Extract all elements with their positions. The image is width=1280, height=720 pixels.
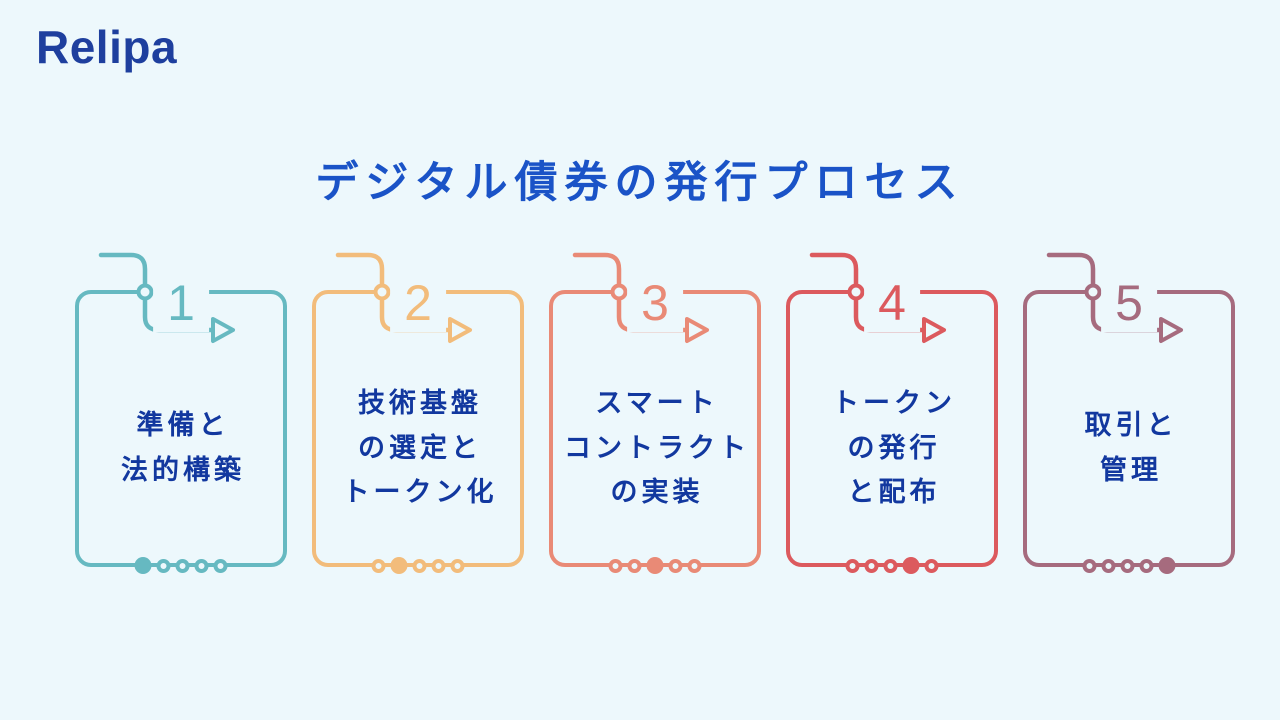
step-label: 準備と 法的構築	[79, 358, 283, 539]
progress-dot	[924, 558, 939, 573]
progress-dots	[845, 557, 939, 574]
progress-dot	[687, 558, 702, 573]
progress-dots	[608, 557, 702, 574]
step-label-line: の選定と	[358, 432, 482, 463]
step-label-line: の発行	[847, 432, 941, 463]
step-label-line: トークン	[832, 387, 956, 418]
step-label-line: トークン化	[342, 477, 498, 508]
step-label: 取引と 管理	[1027, 358, 1231, 539]
step-label-line: の実装	[610, 477, 704, 508]
step-label-line: 技術基盤	[358, 387, 482, 418]
progress-dots	[1082, 557, 1176, 574]
step-card-2: 2 技術基盤 の選定と トークン化	[312, 252, 524, 574]
progress-dot	[902, 557, 920, 574]
step-card-1: 1 準備と 法的構築	[75, 252, 287, 574]
step-label: 技術基盤 の選定と トークン化	[316, 358, 520, 539]
step-number: 5	[1101, 274, 1157, 332]
progress-dot	[450, 558, 465, 573]
progress-dot	[412, 558, 427, 573]
step-label-line: 法的構築	[121, 455, 245, 485]
process-steps: 1 準備と 法的構築 2 技術基盤 の選定と トークン化	[75, 252, 1235, 574]
step-card-5: 5 取引と 管理	[1023, 252, 1235, 574]
step-label-line: 管理	[1100, 455, 1162, 485]
progress-dot	[646, 557, 664, 574]
step-number: 4	[864, 274, 920, 332]
progress-dot	[864, 558, 879, 573]
step-label-line: と配布	[847, 477, 941, 508]
progress-dot	[608, 558, 623, 573]
step-label-line: 準備と	[136, 410, 230, 441]
progress-dot	[1101, 558, 1116, 573]
step-label-line: 取引と	[1084, 410, 1178, 441]
step-number: 1	[153, 274, 209, 332]
step-number: 2	[390, 274, 446, 332]
progress-dot	[371, 558, 386, 573]
progress-dots	[371, 557, 465, 574]
progress-dot	[1158, 557, 1176, 574]
progress-dot	[134, 557, 152, 574]
progress-dot	[1120, 558, 1135, 573]
progress-dot	[845, 558, 860, 573]
page-title: デジタル債券の発行プロセス	[315, 159, 965, 207]
progress-dot	[194, 558, 209, 573]
progress-dot	[1139, 558, 1154, 573]
progress-dot	[1082, 558, 1097, 573]
progress-dot	[213, 558, 228, 573]
step-number: 3	[627, 274, 683, 332]
progress-dot	[883, 558, 898, 573]
relipa-logo: Relipa	[36, 21, 178, 73]
progress-dot	[431, 558, 446, 573]
progress-dot	[156, 558, 171, 573]
progress-dot	[175, 558, 190, 573]
progress-dot	[668, 558, 683, 573]
step-label: スマート コントラクト の実装	[553, 358, 757, 539]
step-card-4: 4 トークン の発行 と配布	[786, 252, 998, 574]
step-card-3: 3 スマート コントラクト の実装	[549, 252, 761, 574]
step-label-line: スマート	[595, 387, 719, 418]
progress-dot	[390, 557, 408, 574]
step-label-line: コントラクト	[564, 432, 750, 463]
progress-dot	[627, 558, 642, 573]
progress-dots	[134, 557, 228, 574]
step-label: トークン の発行 と配布	[790, 358, 994, 539]
